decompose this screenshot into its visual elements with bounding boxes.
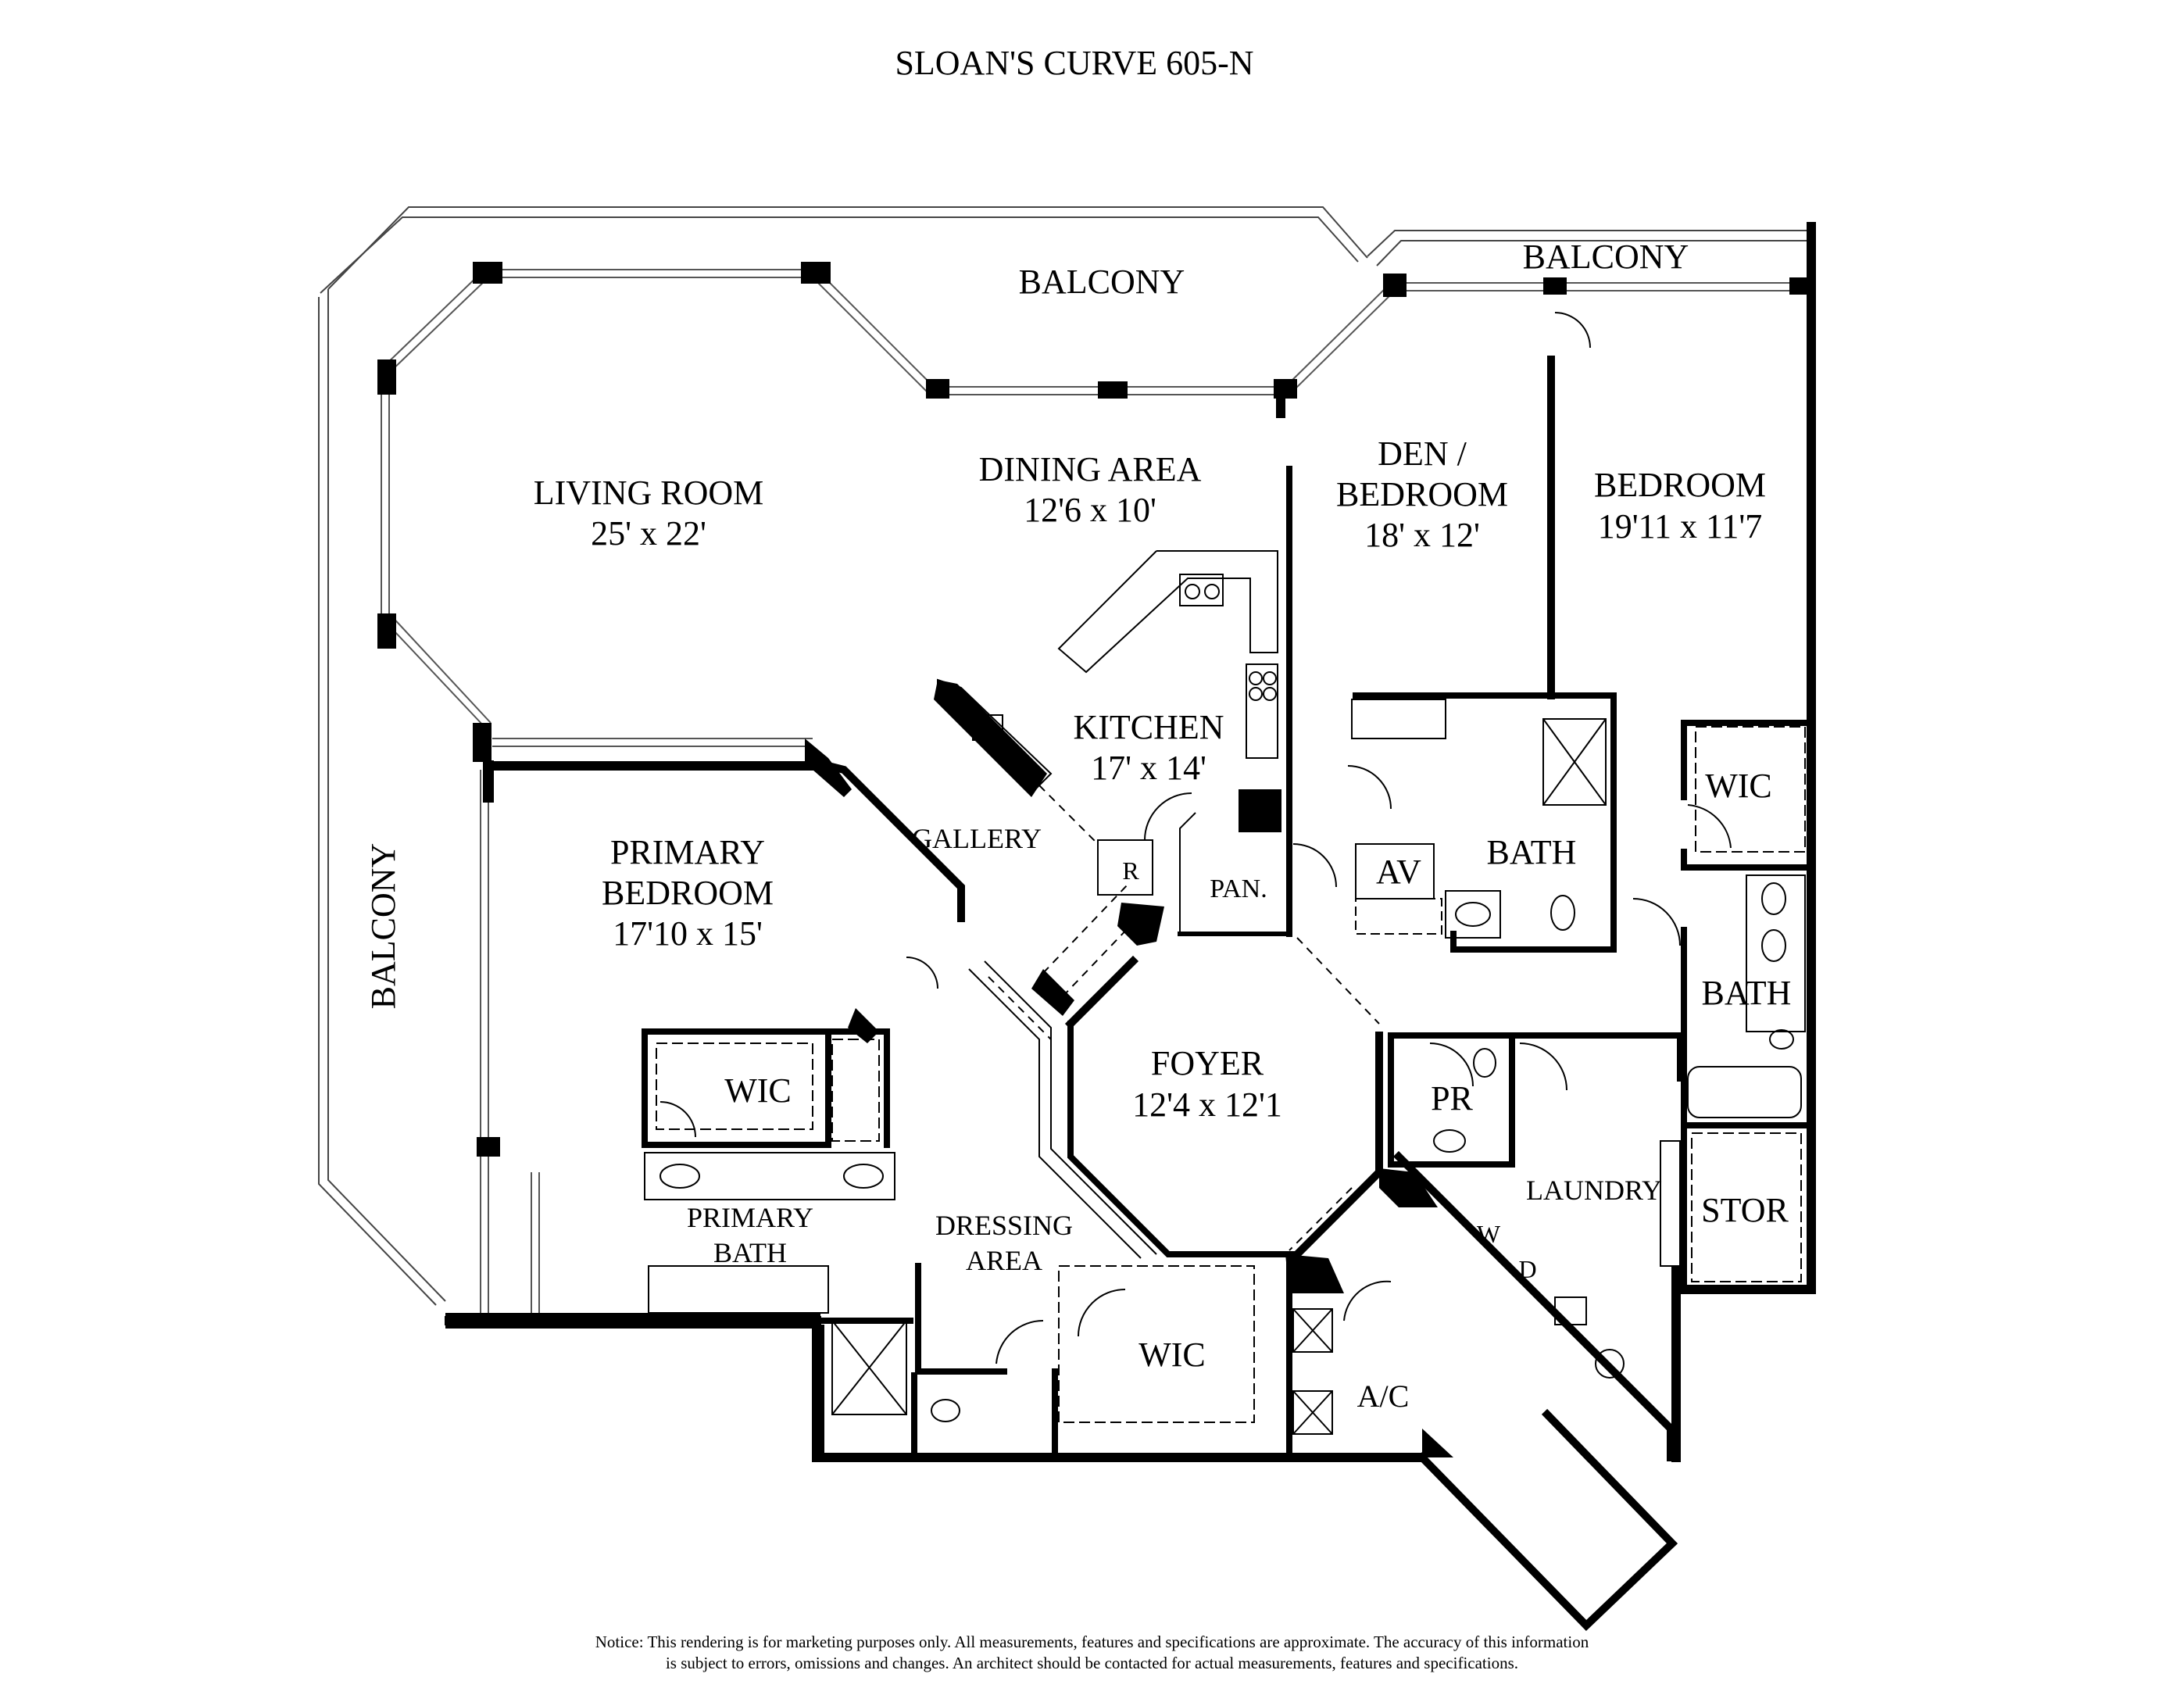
av-label: AV xyxy=(1376,853,1421,891)
powder-room-label: PR xyxy=(1431,1079,1473,1118)
dryer-label: D xyxy=(1518,1255,1536,1283)
foyer-dims: 12'4 x 12'1 xyxy=(1132,1085,1282,1124)
dressing-area-line1: DRESSING xyxy=(935,1210,1073,1241)
structural-columns xyxy=(377,262,1811,762)
ac-label: A/C xyxy=(1357,1379,1410,1414)
balcony-left-label: BALCONY xyxy=(364,843,402,1010)
bedroom-dims: 19'11 x 11'7 xyxy=(1598,507,1763,545)
dining-area-name: DINING AREA xyxy=(979,450,1202,488)
washer-label: W xyxy=(1477,1220,1501,1248)
room-labels: BALCONY BALCONY BALCONY LIVING ROOM 25' … xyxy=(364,238,1791,1414)
notice-line-1: Notice: This rendering is for marketing … xyxy=(595,1633,1589,1651)
bedroom-name: BEDROOM xyxy=(1594,466,1766,504)
plan-title: SLOAN'S CURVE 605-N xyxy=(895,44,1253,82)
den-bath-label: BATH xyxy=(1487,833,1577,871)
primary-wic-label: WIC xyxy=(724,1071,792,1110)
kitchen-dims: 17' x 14' xyxy=(1091,749,1206,787)
dressing-area-line2: AREA xyxy=(966,1245,1042,1276)
storage-label: STOR xyxy=(1701,1191,1789,1229)
kitchen-name: KITCHEN xyxy=(1073,708,1224,746)
disclaimer-notice: Notice: This rendering is for marketing … xyxy=(0,1632,2184,1674)
living-room-name: LIVING ROOM xyxy=(534,474,764,512)
bedroom-bath-label: BATH xyxy=(1702,974,1792,1012)
living-room-dims: 25' x 22' xyxy=(591,514,706,553)
interior-details xyxy=(644,312,1806,1435)
balcony-railings xyxy=(318,206,1815,1306)
dining-area-dims: 12'6 x 10' xyxy=(1024,491,1156,529)
notice-line-2: is subject to errors, omissions and chan… xyxy=(665,1654,1519,1672)
dressing-wic-label: WIC xyxy=(1138,1336,1206,1374)
primary-bath-line2: BATH xyxy=(713,1237,787,1268)
laundry-label: LAUNDRY xyxy=(1526,1175,1662,1206)
primary-bedroom-name-line1: PRIMARY xyxy=(610,833,765,871)
primary-bedroom-dims: 17'10 x 15' xyxy=(613,914,763,953)
den-dims: 18' x 12' xyxy=(1364,516,1480,554)
den-name-line1: DEN / xyxy=(1378,435,1467,473)
refrigerator-label: R xyxy=(1122,857,1139,885)
den-name-line2: BEDROOM xyxy=(1336,475,1508,513)
wall-blocks xyxy=(445,680,1680,1461)
primary-bedroom-name-line2: BEDROOM xyxy=(602,874,774,912)
balcony-top-label: BALCONY xyxy=(1019,263,1185,301)
foyer-name: FOYER xyxy=(1151,1044,1264,1082)
balcony-right-label: BALCONY xyxy=(1523,238,1689,276)
pantry-label: PAN. xyxy=(1210,874,1267,903)
bedroom-wic-label: WIC xyxy=(1705,767,1772,805)
window-walls xyxy=(381,269,1805,1313)
primary-bath-line1: PRIMARY xyxy=(687,1202,813,1233)
gallery-label: GALLERY xyxy=(912,823,1042,854)
